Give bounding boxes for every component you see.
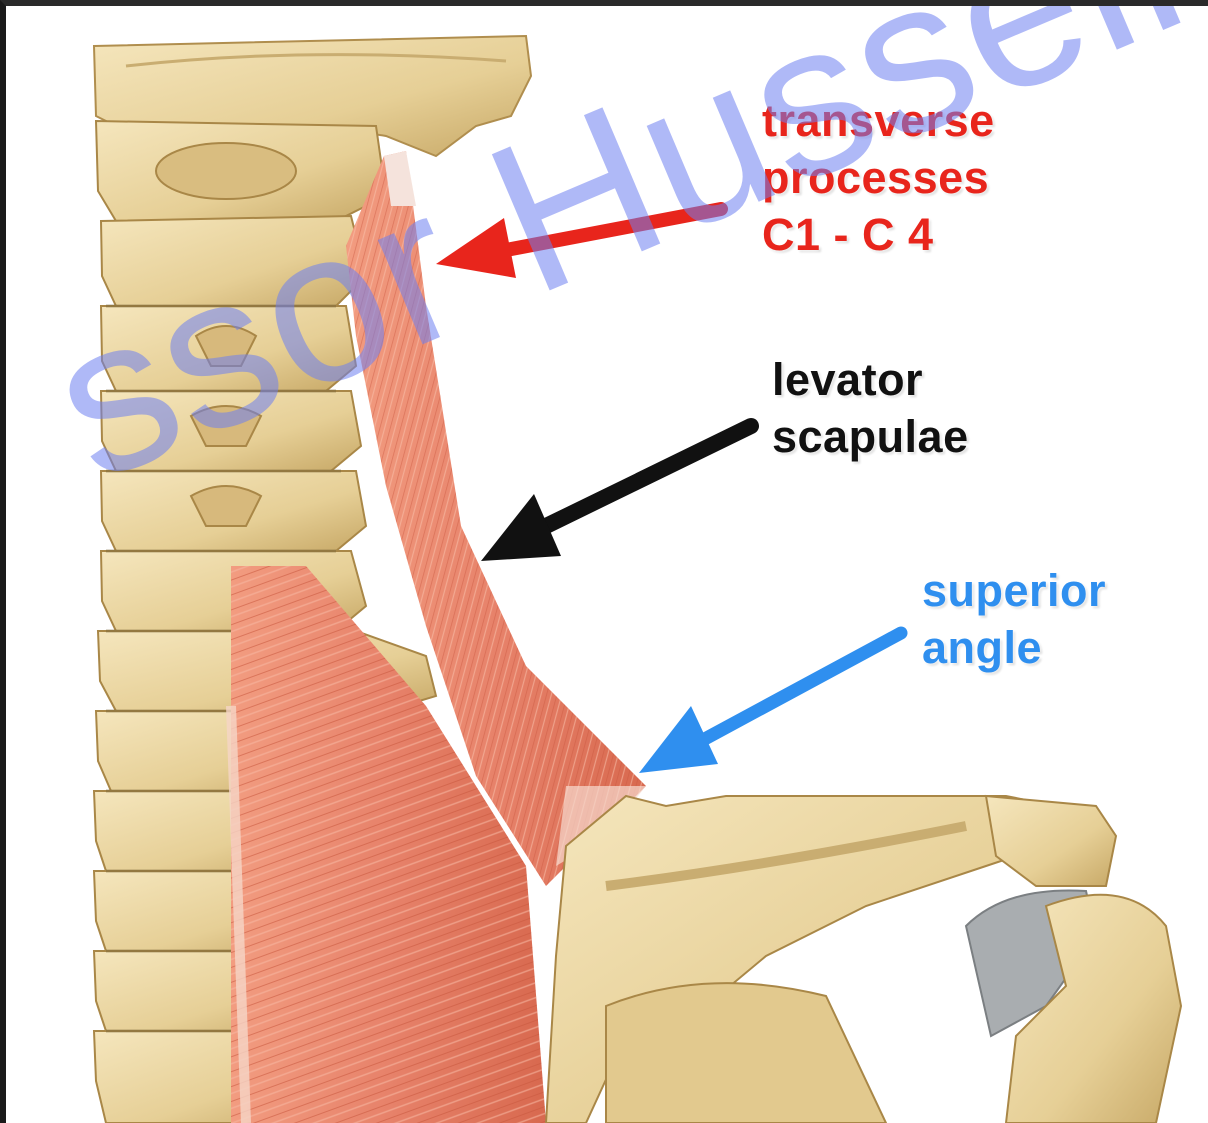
label-levator-scapulae: levator scapulae xyxy=(772,351,969,465)
label-line: angle xyxy=(922,619,1106,676)
humerus-head xyxy=(966,890,1181,1123)
label-superior-angle: superior angle xyxy=(922,562,1106,676)
label-transverse-processes: transverse processes C1 - C 4 xyxy=(762,92,995,263)
label-line: transverse xyxy=(762,92,995,149)
label-line: levator xyxy=(772,351,969,408)
label-line: C1 - C 4 xyxy=(762,206,995,263)
arrow-superior-angle xyxy=(639,633,901,773)
label-line: superior xyxy=(922,562,1106,619)
arrow-levator-scapulae xyxy=(481,426,751,561)
arrow-transverse-processes xyxy=(436,209,721,278)
label-line: processes xyxy=(762,149,995,206)
label-line: scapulae xyxy=(772,408,969,465)
